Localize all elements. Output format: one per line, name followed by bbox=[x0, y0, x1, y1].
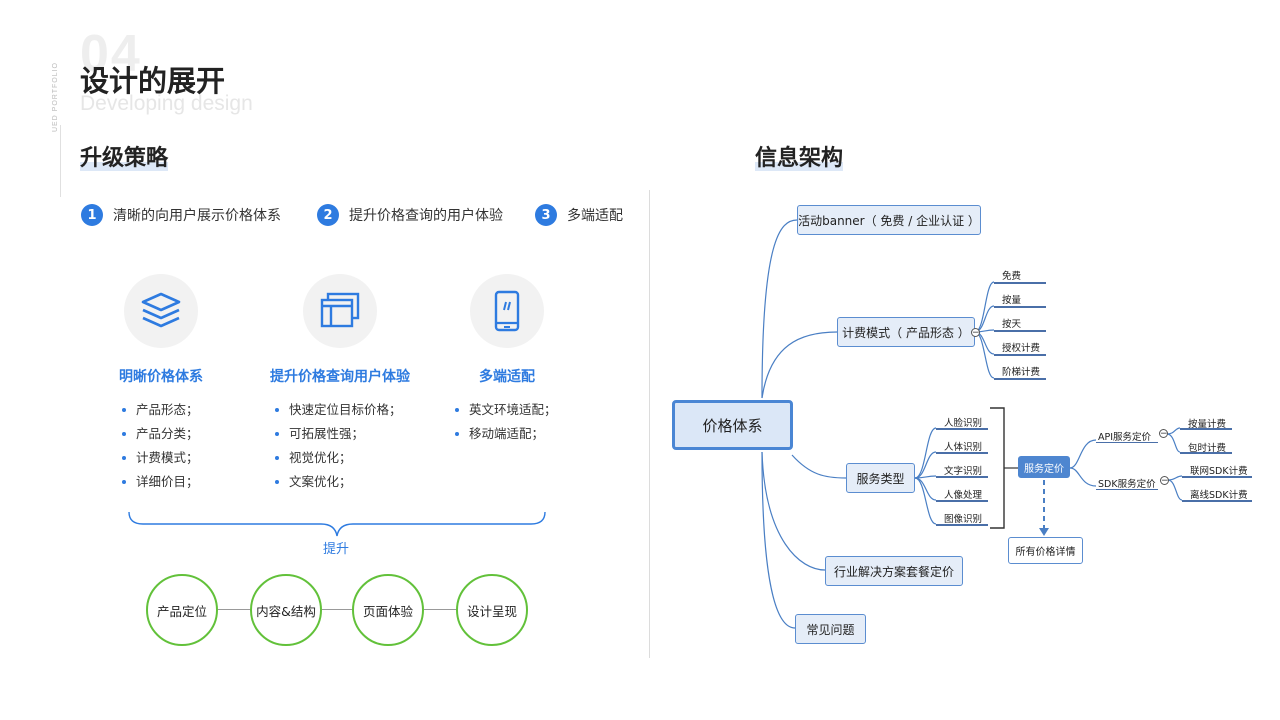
step-design-presentation: 设计呈现 bbox=[456, 574, 528, 646]
step-connector bbox=[424, 609, 458, 610]
collapse-icon: − bbox=[971, 328, 980, 338]
branch-banner: 活动banner（ 免费 / 企业认证 ） bbox=[797, 205, 981, 235]
goal-number: 3 bbox=[535, 204, 557, 226]
mindmap-root-pricing-system: 价格体系 bbox=[672, 400, 793, 450]
list-item: 英文环境适配； bbox=[455, 398, 557, 422]
list-item: 快速定位目标价格； bbox=[275, 398, 402, 422]
leaf-underline bbox=[936, 452, 988, 454]
branch-billing-mode: 计费模式（ 产品形态 ） bbox=[837, 317, 975, 347]
service-pricing-node: 服务定价 bbox=[1018, 456, 1070, 478]
billing-item: 按量 bbox=[1002, 295, 1022, 306]
leaf-underline bbox=[1182, 500, 1252, 502]
column-title-pricing: 明晰价格体系 bbox=[119, 369, 203, 385]
leaf-underline bbox=[994, 378, 1046, 380]
strategy-section-title: 升级策略 bbox=[80, 140, 169, 172]
leaf-underline bbox=[936, 524, 988, 526]
branch-service-type: 服务类型 bbox=[846, 463, 915, 493]
service-item: 人像处理 bbox=[944, 490, 983, 501]
multi-device-bullet-list: 英文环境适配； 移动端适配； bbox=[455, 398, 557, 446]
billing-item: 免费 bbox=[1002, 271, 1022, 282]
billing-item: 授权计费 bbox=[1002, 343, 1041, 354]
strategy-title-text: 升级策略 bbox=[80, 146, 169, 171]
leaf-underline bbox=[1180, 428, 1232, 430]
leaf-underline bbox=[936, 476, 988, 478]
step-page-experience: 页面体验 bbox=[352, 574, 424, 646]
column-title-multi-device: 多端适配 bbox=[479, 369, 535, 385]
collapse-icon: − bbox=[1159, 429, 1168, 439]
goal-3: 3 多端适配 bbox=[535, 204, 623, 226]
architecture-title-text: 信息架构 bbox=[755, 146, 844, 171]
step-connector bbox=[322, 609, 354, 610]
goal-1: 1 清晰的向用户展示价格体系 bbox=[81, 204, 281, 226]
goal-label: 清晰的向用户展示价格体系 bbox=[113, 208, 281, 224]
list-item: 视觉优化； bbox=[275, 446, 402, 470]
vertical-divider bbox=[649, 190, 650, 658]
experience-bullet-list: 快速定位目标价格； 可拓展性强； 视觉优化； 文案优化； bbox=[275, 398, 402, 494]
brace-label: 提升 bbox=[323, 542, 350, 557]
api-item: 按量计费 bbox=[1188, 419, 1227, 430]
side-divider bbox=[60, 125, 61, 197]
step-connector bbox=[218, 609, 252, 610]
layers-icon-circle bbox=[124, 274, 198, 348]
goal-2: 2 提升价格查询的用户体验 bbox=[317, 204, 503, 226]
leaf-underline bbox=[936, 428, 988, 430]
leaf-underline bbox=[994, 354, 1046, 356]
service-item: 图像识别 bbox=[944, 514, 983, 525]
service-item: 文字识别 bbox=[944, 466, 983, 477]
list-item: 可拓展性强； bbox=[275, 422, 402, 446]
architecture-section-title: 信息架构 bbox=[755, 140, 844, 172]
list-item: 计费模式； bbox=[122, 446, 199, 470]
mobile-phone-icon bbox=[494, 290, 520, 332]
list-item: 移动端适配； bbox=[455, 422, 557, 446]
section-number: 04 bbox=[80, 25, 142, 83]
api-item: 包时计费 bbox=[1188, 443, 1227, 454]
goal-label: 多端适配 bbox=[567, 208, 623, 224]
list-item: 文案优化； bbox=[275, 470, 402, 494]
list-item: 产品分类； bbox=[122, 422, 199, 446]
all-price-details-node: 所有价格详情 bbox=[1008, 537, 1083, 564]
collapse-icon: − bbox=[1160, 476, 1169, 486]
leaf-underline bbox=[1180, 452, 1232, 454]
leaf-underline bbox=[994, 306, 1046, 308]
step-content-structure: 内容&结构 bbox=[250, 574, 322, 646]
column-title-experience: 提升价格查询用户体验 bbox=[270, 369, 410, 385]
page-title: 设计的展开 bbox=[80, 64, 226, 98]
phone-icon-circle bbox=[470, 274, 544, 348]
branch-industry-solutions: 行业解决方案套餐定价 bbox=[825, 556, 963, 586]
browser-icon-circle bbox=[303, 274, 377, 348]
sdk-pricing-label: SDK服务定价 bbox=[1098, 479, 1156, 490]
leaf-underline bbox=[1182, 476, 1252, 478]
browser-window-icon bbox=[320, 292, 360, 328]
leaf-underline bbox=[1096, 442, 1158, 443]
leaf-underline bbox=[1096, 489, 1158, 490]
curly-brace bbox=[128, 511, 546, 537]
billing-item: 按天 bbox=[1002, 319, 1022, 330]
goal-label: 提升价格查询的用户体验 bbox=[349, 208, 503, 224]
sdk-item: 离线SDK计费 bbox=[1190, 490, 1248, 501]
service-item: 人体识别 bbox=[944, 442, 983, 453]
leaf-underline bbox=[994, 282, 1046, 284]
branch-faq: 常见问题 bbox=[795, 614, 866, 644]
step-product-positioning: 产品定位 bbox=[146, 574, 218, 646]
page-subtitle: Developing design bbox=[80, 92, 253, 115]
list-item: 产品形态； bbox=[122, 398, 199, 422]
goal-number: 2 bbox=[317, 204, 339, 226]
layers-icon bbox=[141, 292, 181, 328]
sdk-item: 联网SDK计费 bbox=[1190, 466, 1248, 477]
leaf-underline bbox=[936, 500, 988, 502]
leaf-underline bbox=[994, 330, 1046, 332]
goal-number: 1 bbox=[81, 204, 103, 226]
list-item: 详细价目； bbox=[122, 470, 199, 494]
api-pricing-label: API服务定价 bbox=[1098, 432, 1152, 443]
billing-item: 阶梯计费 bbox=[1002, 367, 1041, 378]
service-item: 人脸识别 bbox=[944, 418, 983, 429]
pricing-bullet-list: 产品形态； 产品分类； 计费模式； 详细价目； bbox=[122, 398, 199, 494]
